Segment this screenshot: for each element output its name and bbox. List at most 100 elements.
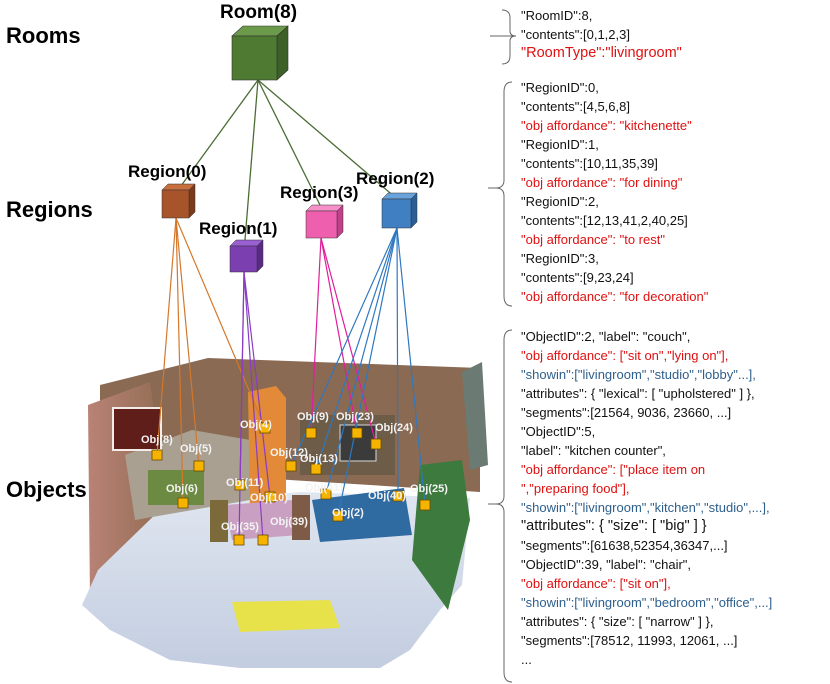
object-json-line: "attributes": { "size": [ "narrow" ] },	[521, 614, 714, 629]
object-json-line: "obj affordance": ["place item on	[521, 462, 706, 477]
edge-region0-obj6	[175, 217, 184, 504]
chair-1	[210, 500, 228, 542]
object-marker-obj13	[310, 463, 322, 475]
object-label-obj25: Obj(25)	[410, 483, 448, 495]
object-json-line: "ObjectID":39, "label": "chair",	[521, 557, 692, 572]
object-label-obj11: Obj(11)	[226, 477, 264, 489]
object-label-obj23: Obj(23)	[336, 411, 374, 423]
object-label-obj39: Obj(39)	[270, 516, 308, 528]
object-marker-obj24	[370, 438, 382, 450]
region-node-0	[161, 183, 196, 219]
region-json-line: "contents":[12,13,41,2,40,25]	[521, 213, 688, 228]
object-json-line: "ObjectID":2, "label": "couch",	[521, 329, 691, 344]
room-label: Room(8)	[220, 2, 297, 23]
edge-region2-obj12	[290, 227, 398, 467]
object-marker-obj41	[320, 488, 332, 500]
edge-region3-obj9	[310, 237, 322, 434]
object-json-line: "attributes": { "size": [ "big" ] }	[521, 518, 707, 534]
region-node-3	[305, 204, 344, 239]
object-marker-obj23	[351, 427, 363, 439]
dining-table	[225, 500, 300, 540]
object-json-line: "showin":["livingroom","bedroom","office…	[521, 595, 773, 610]
object-json-line: "obj affordance": ["sit on","lying on"],	[521, 348, 729, 363]
yellow-rug	[232, 600, 340, 632]
room-json-line: "RoomID":8,	[521, 8, 593, 23]
object-json-line: "showin":["livingroom","kitchen","studio…	[521, 500, 770, 515]
object-marker-obj6	[177, 497, 189, 509]
wall-frame-left	[112, 407, 162, 451]
object-markers: Obj(8) Obj(5) Obj(6) Obj(4) Obj(11) Obj(10) Ob…	[141, 411, 448, 546]
region-json-line: "RegionID":0,	[521, 80, 599, 95]
object-marker-obj10	[264, 491, 276, 503]
region-brace	[488, 81, 513, 307]
edge-room-region2	[257, 79, 397, 199]
object-json-line: "obj affordance": ["sit on"],	[521, 576, 671, 591]
edge-room-region3	[257, 79, 321, 206]
region-node-1	[229, 239, 264, 273]
object-label-obj41: Obj(41)	[305, 482, 343, 494]
edge-region0-obj4	[175, 217, 266, 429]
edge-region3-obj24	[320, 237, 377, 445]
region-json-line: "RegionID":1,	[521, 137, 599, 152]
edge-region2-obj41	[325, 227, 398, 495]
object-json-line: "showin":["livingroom","studio","lobby".…	[521, 367, 756, 382]
object-json-line: "ObjectID":5,	[521, 424, 596, 439]
edge-region1-obj10	[243, 271, 271, 498]
object-json-line: ...	[521, 652, 532, 667]
object-label-obj40: Obj(40)	[368, 490, 406, 502]
edge-region1-obj39	[243, 271, 264, 541]
object-label-obj4: Obj(4)	[240, 419, 272, 431]
right-structure	[462, 362, 488, 470]
object-label-obj10: Obj(10)	[250, 492, 288, 504]
couch	[312, 488, 412, 542]
object-marker-obj2	[332, 510, 344, 522]
region-json-line: "contents":[10,11,35,39]	[521, 156, 658, 171]
level-rooms-label: Rooms	[6, 23, 81, 48]
region-json-line: "contents":[9,23,24]	[521, 270, 634, 285]
region-object-edges	[156, 217, 426, 541]
object-json-line: "segments":[61638,52354,36347,...]	[521, 538, 728, 553]
region-node-2	[381, 192, 418, 229]
object-json-line: "segments":[78512, 11993, 12061, ...]	[521, 633, 738, 648]
object-json-line: "label": "kitchen counter",	[521, 443, 666, 458]
edge-region2-obj13	[315, 227, 398, 470]
room-region-edges	[177, 79, 397, 241]
object-label-obj6: Obj(6)	[166, 483, 198, 495]
region3-label: Region(3)	[280, 183, 358, 202]
room-brace	[490, 9, 517, 65]
edge-region1-obj35	[238, 271, 245, 541]
edge-region0-obj5	[175, 217, 200, 467]
edge-region2-obj2	[337, 227, 398, 517]
object-marker-obj35	[233, 534, 245, 546]
object-marker-obj39	[257, 534, 269, 546]
object-label-obj8: Obj(8)	[141, 434, 173, 446]
region-json-line: "obj affordance": "kitchenette"	[521, 118, 692, 133]
region-json-line: "contents":[4,5,6,8]	[521, 99, 630, 114]
object-marker-obj40	[392, 490, 404, 502]
object-label-obj12: Obj(12)	[270, 447, 308, 459]
object-label-obj24: Obj(24)	[375, 422, 413, 434]
object-json-line: "segments":[21564, 9036, 23660, ...]	[521, 405, 732, 420]
object-label-obj35: Obj(35)	[221, 521, 259, 533]
object-marker-obj4	[259, 422, 271, 434]
level-regions-label: Regions	[6, 197, 93, 222]
region-json-line: "obj affordance": "for dining"	[521, 175, 683, 190]
region-json-line: "RegionID":2,	[521, 194, 599, 209]
object-marker-obj11	[234, 479, 246, 491]
region1-label: Region(1)	[199, 219, 277, 238]
level-objects-label: Objects	[6, 477, 87, 502]
object-marker-obj12	[285, 460, 297, 472]
room-json-line: "RoomType":"livingroom"	[521, 45, 682, 61]
edge-region2-obj25	[396, 227, 426, 506]
object-marker-obj25	[419, 499, 431, 511]
object-label-obj5: Obj(5)	[180, 443, 212, 455]
edge-room-region0	[177, 79, 259, 191]
plant	[412, 460, 470, 610]
object-json-line: ","preparing food"],	[521, 481, 630, 496]
object-marker-obj8	[151, 449, 163, 461]
region-json-block: "RegionID":0, "contents":[4,5,6,8] "obj af…	[521, 78, 708, 306]
region2-label: Region(2)	[356, 169, 434, 188]
room-scene	[82, 358, 488, 668]
